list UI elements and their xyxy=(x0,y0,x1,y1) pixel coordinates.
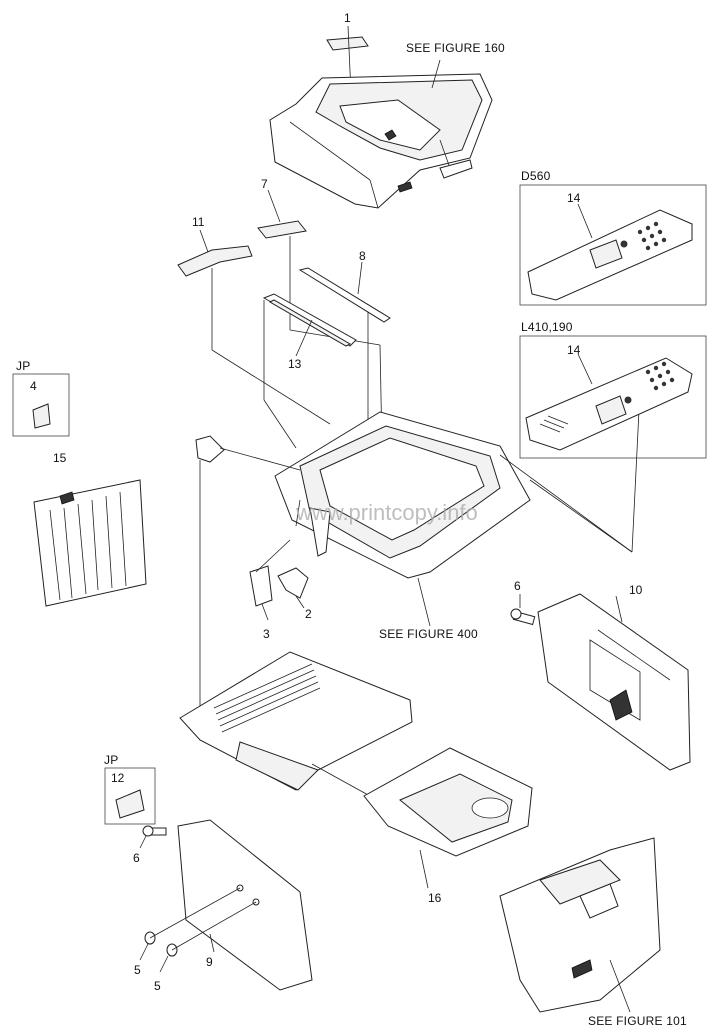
watermark: www.printcopy.info xyxy=(295,500,478,525)
see-figure-101-label: SEE FIGURE 101 xyxy=(588,1014,687,1028)
right-front-cover xyxy=(499,837,661,1013)
hinge-arm xyxy=(195,435,301,720)
callout-12: 12 xyxy=(111,771,125,785)
part-11-sheet xyxy=(177,229,331,425)
part-9-left-panel xyxy=(177,819,313,991)
callout-8: 8 xyxy=(359,249,366,263)
callout-14-l410: 14 xyxy=(567,343,581,357)
screw-6-right xyxy=(510,594,536,626)
part-13-rail xyxy=(262,293,357,449)
callout-1: 1 xyxy=(344,11,351,25)
callout-3: 3 xyxy=(263,627,270,641)
screw-6-left xyxy=(139,825,167,849)
jp-box-bottom xyxy=(104,767,156,825)
washers-5 xyxy=(139,887,257,973)
jp-box-top xyxy=(12,373,70,437)
callout-13: 13 xyxy=(288,357,302,371)
variant-d560-label: D560 xyxy=(521,169,551,183)
callout-14-d560: 14 xyxy=(567,191,581,205)
callout-5a: 5 xyxy=(134,963,141,977)
part-10-side-cover xyxy=(537,593,691,771)
callout-6-right: 6 xyxy=(514,579,521,593)
jp-label-top: JP xyxy=(16,359,30,373)
scanner-base xyxy=(274,389,641,627)
callout-2: 2 xyxy=(305,607,312,621)
callout-16: 16 xyxy=(428,891,442,905)
callout-6-left: 6 xyxy=(133,851,140,865)
part-2-bracket xyxy=(277,567,309,609)
l410-panel-box xyxy=(519,335,707,459)
jp-label-bottom: JP xyxy=(104,753,118,767)
variant-l410-label: L410,190 xyxy=(521,320,573,334)
chassis-frame xyxy=(179,651,413,797)
part-1-label-strip xyxy=(326,25,369,117)
callout-7: 7 xyxy=(261,177,268,191)
part-15-rear-door xyxy=(33,479,147,607)
part-16-tray xyxy=(363,747,533,889)
part-7-sheet xyxy=(257,189,383,449)
callout-5b: 5 xyxy=(154,979,161,993)
callout-9: 9 xyxy=(206,955,213,969)
see-figure-160-label: SEE FIGURE 160 xyxy=(406,41,505,55)
callout-11: 11 xyxy=(192,215,205,229)
callout-4: 4 xyxy=(30,379,37,393)
part-3-bracket xyxy=(249,539,291,621)
callout-10: 10 xyxy=(629,583,643,597)
see-figure-400-label: SEE FIGURE 400 xyxy=(379,627,478,641)
adf-assembly xyxy=(269,59,493,209)
callout-15: 15 xyxy=(53,451,67,465)
d560-panel-box xyxy=(519,184,707,306)
